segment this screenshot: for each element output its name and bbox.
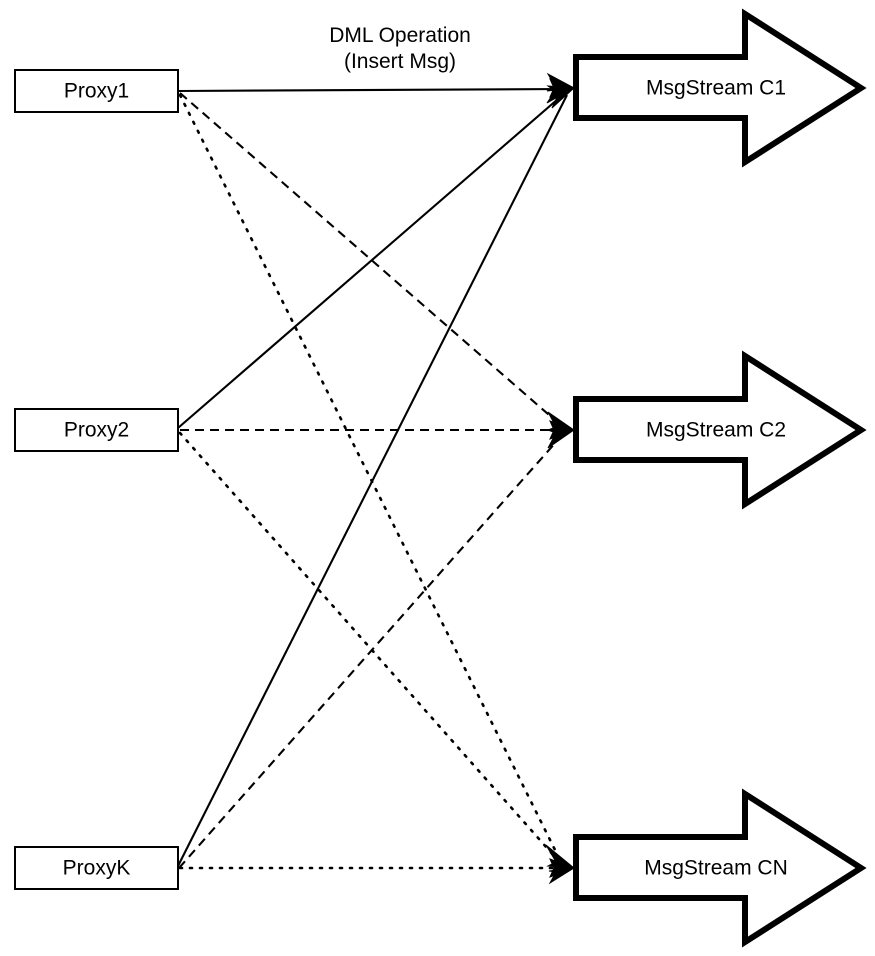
proxy1-box[interactable] xyxy=(14,69,179,113)
proxyk-box[interactable] xyxy=(14,846,179,890)
proxy-nodes: Proxy1 Proxy2 ProxyK xyxy=(14,69,179,890)
arrowhead-icon-c2-c xyxy=(547,429,576,449)
msgstream-node-cn[interactable]: MsgStream CN xyxy=(573,788,867,948)
proxy1-label: Proxy1 xyxy=(64,80,129,103)
msgstream-nodes: MsgStream C1 MsgStream C2 MsgStream CN xyxy=(573,8,867,948)
link-proxy2-to-msgstream-cn xyxy=(178,431,564,867)
link-proxy2-to-msgstream-c1 xyxy=(177,91,567,429)
link-proxy1-to-msgstream-c2 xyxy=(179,92,565,429)
msgstream-c2-arrow-shape[interactable] xyxy=(573,350,867,510)
msgstream-c1-label: MsgStream C1 xyxy=(646,77,786,100)
connector-links xyxy=(177,87,568,870)
arrowhead-icon-cn-c xyxy=(548,867,575,885)
msgstream-c2-label: MsgStream C2 xyxy=(646,419,786,442)
annotation-line-2: (Insert Msg) xyxy=(344,50,456,73)
arrowhead-cluster-c2 xyxy=(547,411,576,449)
proxy2-label: Proxy2 xyxy=(64,419,129,442)
arrowhead-icon-cn-b xyxy=(545,844,576,869)
arrowhead-icon-c2-b xyxy=(547,411,576,431)
proxy-node-proxyk[interactable]: ProxyK xyxy=(14,846,179,890)
link-proxyk-to-msgstream-c2 xyxy=(178,432,565,869)
arrowhead-cluster-cn xyxy=(545,844,576,885)
proxyk-label: ProxyK xyxy=(63,857,131,880)
msgstream-cn-label: MsgStream CN xyxy=(644,857,788,880)
arrowhead-cluster-c1 xyxy=(546,72,576,109)
annotation-line-1: DML Operation xyxy=(329,24,471,47)
msgstream-cn-arrow-shape[interactable] xyxy=(573,788,867,948)
proxy-node-proxy1[interactable]: Proxy1 xyxy=(14,69,179,113)
dml-operation-annotation: DML Operation (Insert Msg) xyxy=(329,24,471,73)
msgstream-node-c1[interactable]: MsgStream C1 xyxy=(573,8,867,168)
link-proxyk-to-msgstream-c1 xyxy=(177,94,568,867)
arrowheads xyxy=(545,72,576,885)
arrowhead-icon-c1-d xyxy=(550,87,575,109)
msgstream-c1-arrow-shape[interactable] xyxy=(573,8,867,168)
msgstream-node-c2[interactable]: MsgStream C2 xyxy=(573,350,867,510)
link-proxy1-to-msgstream-c1 xyxy=(177,87,567,93)
link-proxy1-to-msgstream-cn xyxy=(178,93,564,866)
proxy-node-proxy2[interactable]: Proxy2 xyxy=(14,408,179,452)
proxy2-box[interactable] xyxy=(14,408,179,452)
